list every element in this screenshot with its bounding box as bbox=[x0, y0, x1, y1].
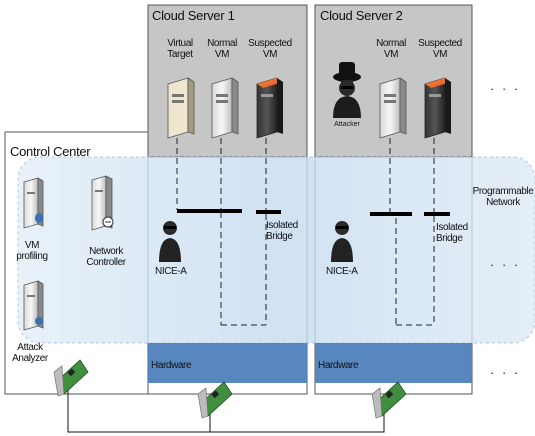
virtual-target-label: Virtual Target bbox=[160, 38, 200, 60]
isolated-bridge-2-label: Isolated Bridge bbox=[436, 222, 468, 244]
virtual-target-server-icon bbox=[168, 78, 194, 138]
cloud-server-1-title: Cloud Server 1 bbox=[152, 9, 235, 23]
attacker-label: Attacker bbox=[330, 121, 364, 129]
nice-a-1-label: NICE-A bbox=[155, 266, 187, 277]
hardware-2-label: Hardware bbox=[318, 360, 358, 371]
suspected-vm-2-server-icon bbox=[425, 78, 451, 138]
suspected-vm-1-server-icon bbox=[257, 78, 283, 138]
suspected-vm-2-label: Suspected VM bbox=[418, 38, 462, 60]
normal-vm-2-server-icon bbox=[380, 78, 406, 138]
vm-profiling-label: VM profiling bbox=[12, 240, 52, 262]
programmable-network-label: Programmable Network bbox=[472, 186, 534, 208]
cloud-server-2-title: Cloud Server 2 bbox=[320, 9, 403, 23]
nice-a-2-label: NICE-A bbox=[326, 266, 358, 277]
network-controller-label: Network Controller bbox=[82, 246, 130, 268]
isolated-bridge-1-label: Isolated Bridge bbox=[266, 220, 298, 242]
network-controller-server-icon bbox=[92, 176, 113, 230]
control-center-title: Control Center bbox=[10, 145, 90, 159]
attack-analyzer-label: Attack Analyzer bbox=[10, 342, 50, 364]
more-hardware-ellipsis: · · · bbox=[490, 366, 520, 380]
vm-profiling-server-icon bbox=[24, 178, 43, 228]
more-servers-ellipsis: · · · bbox=[490, 82, 520, 96]
attack-analyzer-server-icon bbox=[24, 281, 43, 330]
normal-vm-1-server-icon bbox=[212, 78, 238, 138]
normal-vm-1-label: Normal VM bbox=[205, 38, 239, 60]
more-network-ellipsis: · · · bbox=[490, 258, 520, 272]
hardware-1-label: Hardware bbox=[151, 360, 191, 371]
normal-vm-2-label: Normal VM bbox=[374, 38, 408, 60]
suspected-vm-1-label: Suspected VM bbox=[248, 38, 292, 60]
